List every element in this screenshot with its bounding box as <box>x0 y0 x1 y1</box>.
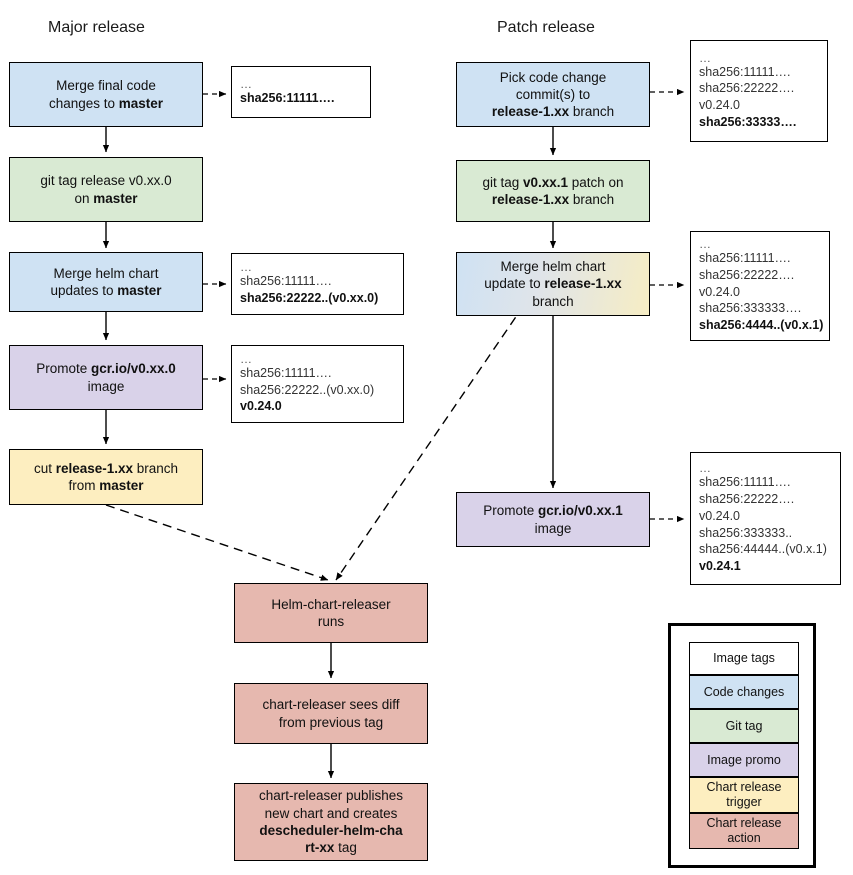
note-line: sha256:333333.. <box>699 525 793 540</box>
edge-cutbranch-to-releaser <box>105 504 329 581</box>
legend-item-git-tag[interactable]: Git tag <box>689 709 799 743</box>
legend-panel: Image tags Code changes Git tag Image pr… <box>668 623 816 868</box>
note-line: sha256:33333…. <box>699 114 797 129</box>
note-line: sha256:11111…. <box>240 274 332 289</box>
note-ellipsis: … <box>240 260 253 275</box>
note-line: v0.24.0 <box>240 399 282 414</box>
note-line: sha256:333333…. <box>699 301 802 316</box>
note-merge-helm-release: …sha256:11111….sha256:22222…. v0.24.0 sha2… <box>690 231 830 341</box>
note-line: sha256:22222..(v0.xx.0) <box>240 291 379 305</box>
note-line: v0.24.0 <box>699 508 741 523</box>
note-line: sha256:11111…. <box>240 365 332 380</box>
note-merge-helm-master: …sha256:11111…. sha256:22222..(v0.xx.0) <box>231 253 404 315</box>
note-line: sha256:22222…. <box>699 81 795 96</box>
legend-item-code-changes[interactable]: Code changes <box>689 675 799 709</box>
legend-item-image-promo[interactable]: Image promo <box>689 743 799 777</box>
note-line: sha256:11111…. <box>240 90 335 105</box>
legend-label: Image promo <box>707 752 781 767</box>
legend-item-chart-release-action[interactable]: Chart release action <box>689 813 799 849</box>
legend-label: Code changes <box>703 684 785 699</box>
legend-item-image-tags[interactable]: Image tags <box>689 642 799 675</box>
note-line: sha256:11111…. <box>699 475 791 490</box>
note-line: sha256:11111…. <box>699 251 791 266</box>
note-ellipsis: … <box>699 461 712 476</box>
patch-release-title: Patch release <box>497 19 595 36</box>
legend-label: Chart release action <box>706 816 782 845</box>
note-line: v0.24.0 <box>699 284 741 299</box>
note-line: v0.24.1 <box>699 559 741 573</box>
note-ellipsis: … <box>699 237 712 252</box>
note-line: v0.24.0 <box>699 98 741 112</box>
legend-label: Git tag <box>725 718 763 733</box>
legend-label: Chart release trigger <box>706 780 782 809</box>
note-line: sha256:44444..(v0.x.1) <box>699 542 827 557</box>
note-ellipsis: … <box>699 50 712 65</box>
note-ellipsis: … <box>240 76 253 91</box>
note-ellipsis: … <box>240 351 253 366</box>
major-release-title: Major release <box>48 19 145 36</box>
note-merge-final-code: …sha256:11111…. <box>231 66 371 118</box>
note-line: sha256:22222..(v0.xx.0) <box>240 382 375 397</box>
note-promote-major: …sha256:11111…. sha256:22222..(v0.xx.0) v0… <box>231 345 404 423</box>
note-line: sha256:22222…. <box>699 267 795 282</box>
legend-label: Image tags <box>713 651 775 665</box>
note-pick-code-change: …sha256:11111…. sha256:22222…. v0.24.0 sha2… <box>690 40 828 142</box>
note-promote-patch: …sha256:11111…. sha256:22222…. v0.24.0 sha2… <box>690 452 841 585</box>
note-line: sha256:11111…. <box>699 64 791 79</box>
note-line: sha256:22222…. <box>699 492 795 506</box>
note-line: sha256:4444..(v0.x.1) <box>699 318 824 333</box>
legend-item-chart-release-trigger[interactable]: Chart release trigger <box>689 777 799 813</box>
